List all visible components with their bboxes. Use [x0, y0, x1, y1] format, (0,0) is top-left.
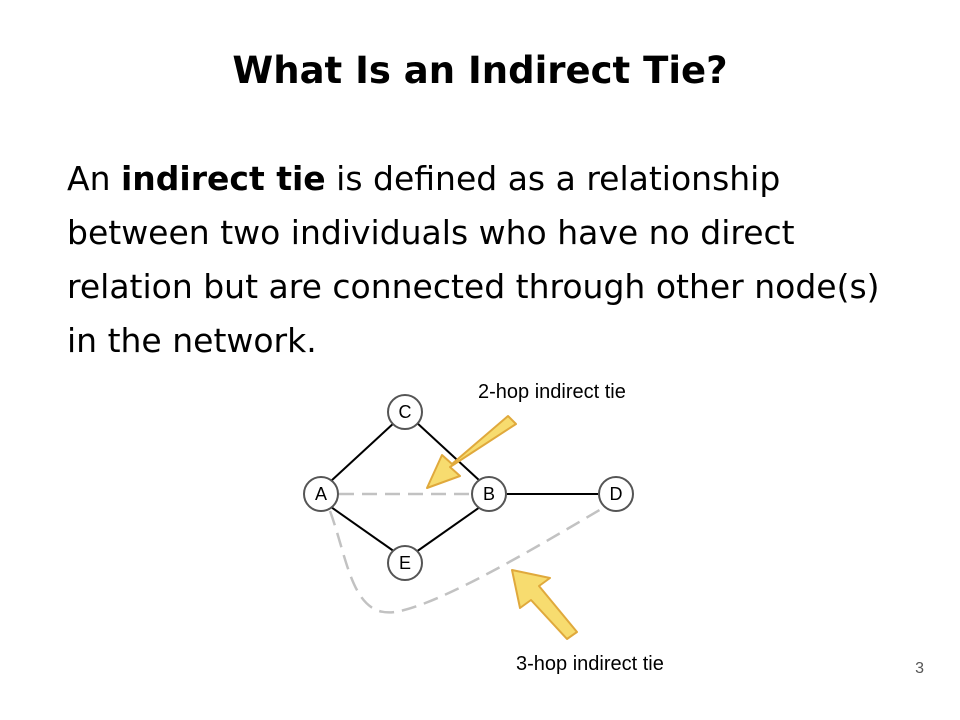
definition-text: An indirect tie is defined as a relation… — [67, 152, 897, 368]
pointer-arrow-3hop-icon — [511, 569, 578, 640]
node-b: B — [471, 476, 507, 512]
edge-e-b — [415, 506, 481, 553]
node-d: D — [598, 476, 634, 512]
node-a: A — [303, 476, 339, 512]
edge-a-e — [330, 506, 396, 553]
pointer-arrow-2hop-icon — [426, 415, 517, 489]
node-d-label: D — [610, 484, 623, 504]
definition-term: indirect tie — [120, 159, 326, 198]
two-hop-label: 2-hop indirect tie — [478, 381, 626, 403]
node-c-label: C — [399, 402, 412, 422]
page-number: 3 — [915, 660, 924, 677]
node-e-label: E — [399, 553, 411, 573]
slide-title: What Is an Indirect Tie? — [232, 49, 728, 92]
node-e: E — [387, 545, 423, 581]
node-b-label: B — [483, 484, 495, 504]
indirect-tie-3hop-curve — [328, 506, 604, 614]
edge-c-b — [415, 421, 481, 482]
three-hop-label: 3-hop indirect tie — [516, 653, 664, 675]
definition-rest: is defined as a relationship between two… — [67, 159, 880, 360]
edge-a-c — [330, 421, 396, 482]
node-c: C — [387, 394, 423, 430]
definition-lead: An — [67, 159, 121, 198]
node-a-label: A — [315, 484, 327, 504]
